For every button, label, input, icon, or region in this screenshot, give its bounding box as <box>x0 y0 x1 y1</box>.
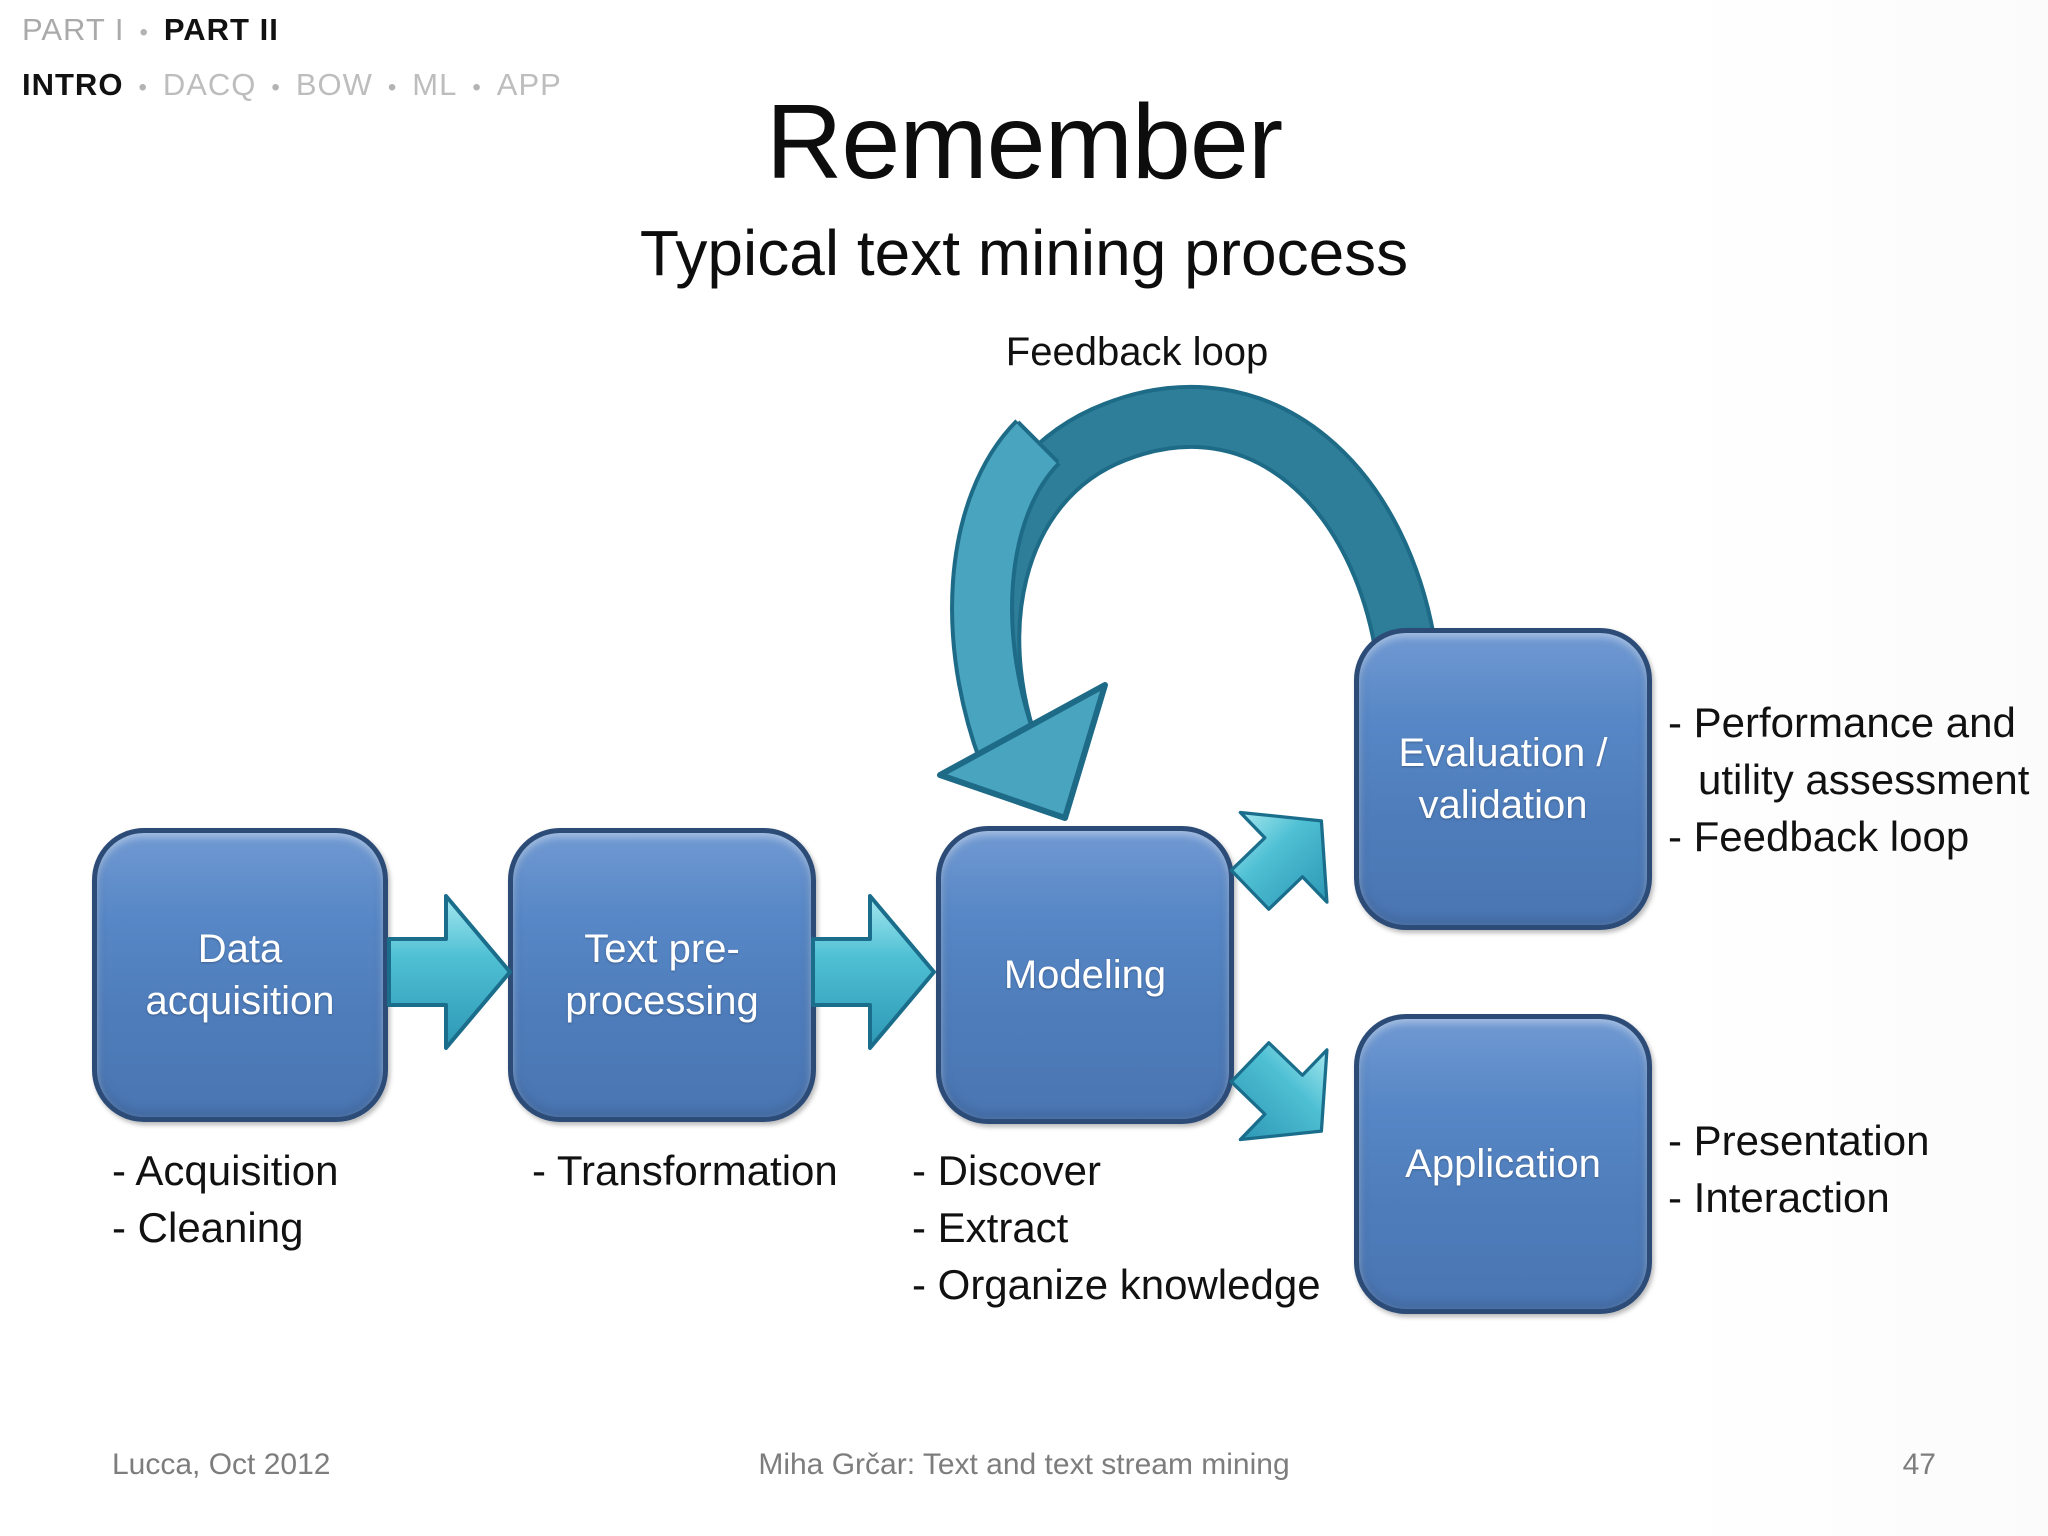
nav-separator-dot: • <box>139 19 149 46</box>
note-item: - Transformation <box>532 1147 838 1194</box>
footer-location-date: Lucca, Oct 2012 <box>112 1448 331 1481</box>
flow-arrow-right-icon <box>811 894 936 1050</box>
box-text-pre-processing: Text pre- processing <box>508 828 816 1122</box>
flow-arrow-right-icon <box>387 894 512 1050</box>
nav-separator-dot: • <box>472 74 482 101</box>
nav-part-ii[interactable]: PART II <box>163 12 279 47</box>
breadcrumb-sections: INTRO • DACQ • BOW • ML • APP <box>22 65 562 108</box>
breadcrumb: PART I • PART II INTRO • DACQ • BOW • ML… <box>22 10 562 108</box>
box-application: Application <box>1354 1014 1652 1314</box>
box-modeling: Modeling <box>936 826 1234 1124</box>
nav-app[interactable]: APP <box>496 67 562 102</box>
page-subtitle: Typical text mining process <box>639 217 1409 289</box>
note-item: - Discover <box>912 1147 1102 1194</box>
nav-separator-dot: • <box>387 74 398 101</box>
box-modeling-label: Modeling <box>1003 953 1167 997</box>
notes-data-acquisition: - Acquisition - Cleaning <box>112 1142 345 1256</box>
note-item: - Feedback loop <box>1668 813 1970 860</box>
page-title: Remember <box>765 83 1283 201</box>
footer-page-number: 47 <box>1902 1448 1936 1481</box>
note-item: - Extract <box>912 1204 1069 1251</box>
box-evaluation-validation: Evaluation / validation <box>1354 628 1652 930</box>
nav-ml[interactable]: ML <box>412 67 458 102</box>
notes-text-pre-processing: - Transformation <box>532 1142 843 1199</box>
note-item: - Cleaning <box>112 1204 304 1251</box>
notes-evaluation-validation: - Performance and utility assessment - F… <box>1668 694 2048 865</box>
nav-separator-dot: • <box>138 74 148 101</box>
note-item: - Performance and utility assessment <box>1668 699 2030 803</box>
note-item: - Organize knowledge <box>912 1261 1321 1308</box>
box-application-label: Application <box>1405 1142 1601 1186</box>
nav-dacq[interactable]: DACQ <box>162 67 257 102</box>
nav-separator-dot: • <box>271 74 281 101</box>
nav-bow[interactable]: BOW <box>295 67 373 102</box>
note-item: - Presentation <box>1668 1117 1930 1164</box>
box-data-acquisition: Data acquisition <box>92 828 388 1122</box>
note-item: - Interaction <box>1668 1174 1890 1221</box>
box-data-acquisition-label: Data acquisition <box>145 927 335 1023</box>
feedback-loop-label: Feedback loop <box>1005 330 1269 374</box>
box-text-pre-processing-label: Text pre- processing <box>565 927 759 1023</box>
notes-application: - Presentation - Interaction <box>1668 1112 2048 1226</box>
box-evaluation-validation-label: Evaluation / validation <box>1398 731 1608 827</box>
feedback-loop-arrow-icon <box>937 384 1440 821</box>
nav-part-i[interactable]: PART I <box>22 12 125 47</box>
notes-modeling: - Discover - Extract - Organize knowledg… <box>912 1142 1321 1313</box>
breadcrumb-parts: PART I • PART II <box>22 10 562 53</box>
note-item: - Acquisition <box>112 1147 339 1194</box>
nav-intro[interactable]: INTRO <box>22 67 124 102</box>
footer-author-title: Miha Grčar: Text and text stream mining <box>758 1448 1290 1481</box>
